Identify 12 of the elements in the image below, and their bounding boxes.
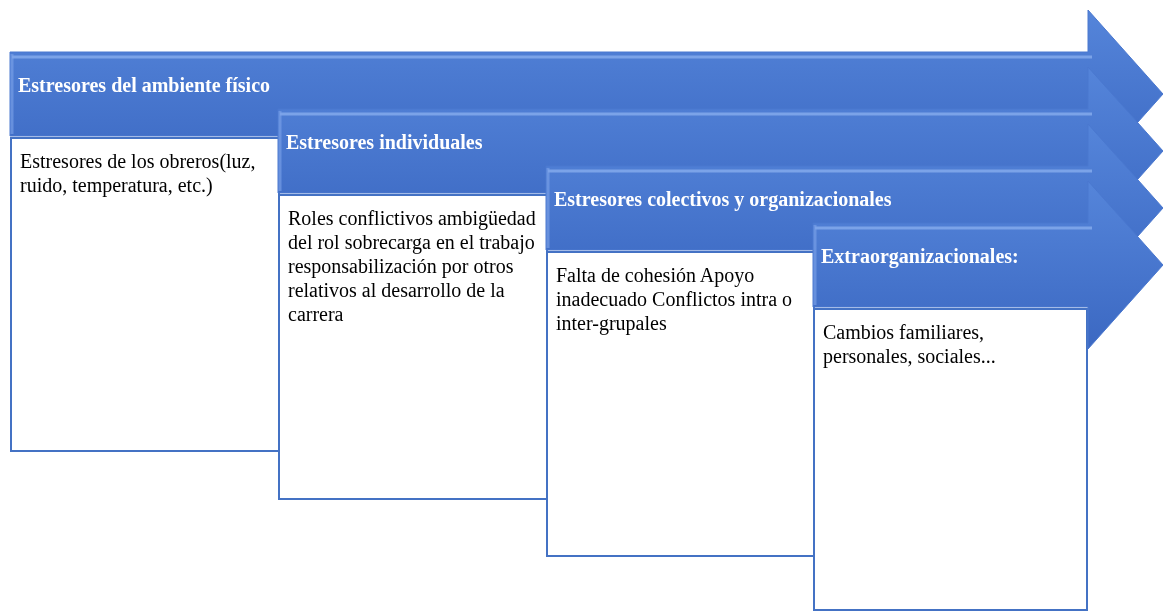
stressor-list: Estresores de los obreros(luz, ruido, temperatura, etc.) — [20, 149, 268, 197]
stage-heading: Estresores del ambiente físico — [18, 74, 270, 97]
stressor-list: Falta de cohesión Apoyo inadecuado Conflictos intra o inter-grupales — [556, 263, 803, 335]
stage-heading: Estresores colectivos y organizacionales — [554, 188, 892, 211]
text-box — [813, 308, 1088, 611]
stage-heading: Estresores individuales — [286, 131, 483, 154]
stage-heading: Extraorganizacionales: — [821, 245, 1019, 268]
stressor-list: Roles conflictivos ambigüedad del rol sobrecarga en el trabajo responsabilización por otros relativos al desarrollo de la carrera — [288, 206, 536, 326]
stressor-list: Cambios familiares, personales, sociales... — [823, 320, 1076, 368]
text-box — [278, 194, 548, 500]
text-box — [546, 251, 815, 557]
text-box — [10, 137, 280, 452]
